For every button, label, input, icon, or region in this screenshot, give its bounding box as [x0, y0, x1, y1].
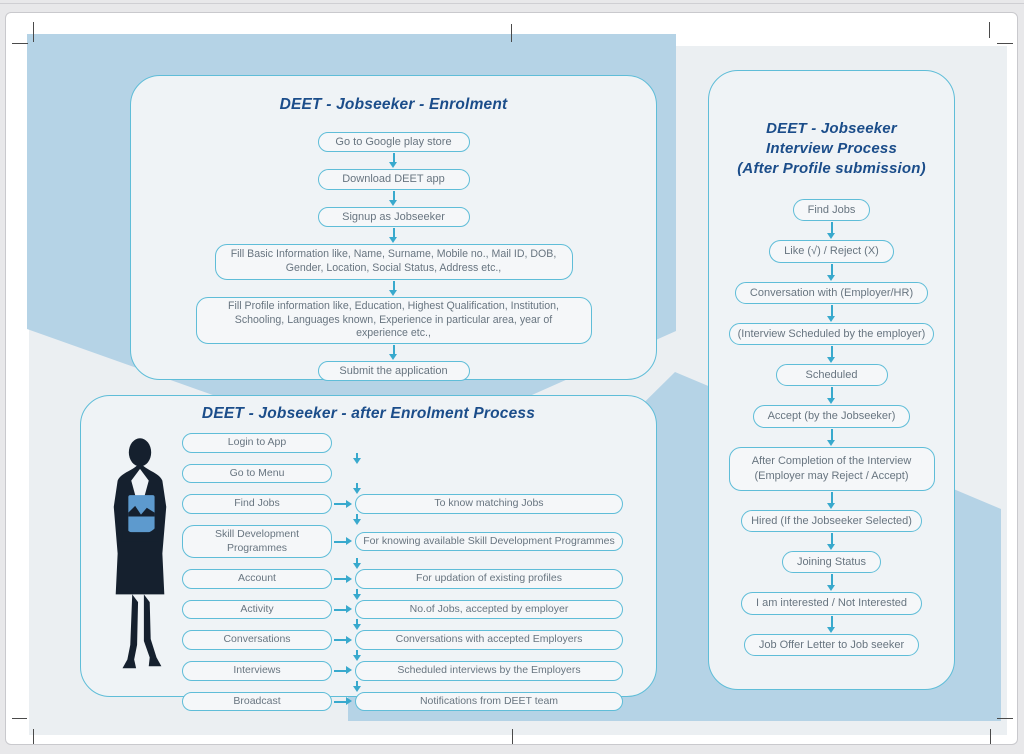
- crop-mark: [33, 729, 34, 744]
- flow-step: Accept (by the Jobseeker): [752, 405, 911, 428]
- down-arrow-icon: [352, 650, 361, 662]
- right-arrow-icon: [334, 574, 352, 583]
- flow-step: Scheduled: [775, 364, 888, 387]
- down-arrow-icon: [827, 428, 835, 446]
- menu-item: Activity: [182, 599, 332, 620]
- enrolment-panel: DEET - Jobseeker - Enrolment Go to Googl…: [130, 75, 657, 382]
- flow-step: After Completion of the Interview (Emplo…: [728, 446, 935, 491]
- menu-item: Conversations: [182, 630, 332, 651]
- down-arrow-icon: [827, 574, 835, 592]
- down-arrow-icon: [827, 263, 835, 281]
- menu-row: Skill Development Programmes For knowing…: [182, 524, 623, 559]
- after-enrolment-title: DEET - Jobseeker - after Enrolment Proce…: [201, 405, 536, 422]
- flow-step: Find Jobs: [792, 199, 871, 222]
- menu-item: Find Jobs: [182, 494, 332, 514]
- down-arrow-icon: [352, 558, 361, 570]
- crop-mark: [33, 22, 34, 42]
- menu-row: Interviews Scheduled interviews by the E…: [182, 661, 623, 681]
- down-arrow-icon: [827, 346, 835, 364]
- down-arrow-icon: [827, 222, 835, 240]
- menu-item: Broadcast: [182, 691, 332, 712]
- flow-step: Go to Google play store: [317, 132, 470, 153]
- crop-mark: [512, 729, 513, 744]
- menu-row: Conversations Conversations with accepte…: [182, 630, 623, 651]
- flow-step: Hired (If the Jobseeker Selected): [741, 509, 922, 533]
- right-arrow-icon: [334, 666, 352, 675]
- menu-item-description: Notifications from DEET team: [355, 691, 623, 712]
- interview-process-panel: DEET - Jobseeker Interview Process (Afte…: [708, 70, 955, 690]
- flow-step: Fill Basic Information like, Name, Surna…: [214, 243, 573, 280]
- flow-step: Submit the application: [317, 361, 470, 382]
- down-arrow-icon: [352, 680, 361, 692]
- flow-step: Like (√) / Reject (X): [769, 240, 894, 263]
- flow-step: Job Offer Letter to Job seeker: [743, 633, 920, 656]
- menu-item-description: For updation of existing profiles: [355, 569, 623, 589]
- menu-item: Account: [182, 569, 332, 589]
- down-arrow-icon: [827, 533, 835, 551]
- crop-mark: [997, 718, 1013, 719]
- down-arrow-icon: [352, 619, 361, 631]
- down-arrow-icon: [352, 483, 361, 495]
- crop-mark: [12, 718, 27, 719]
- down-arrow-icon: [352, 588, 361, 600]
- menu-row: Broadcast Notifications from DEET team: [182, 691, 623, 712]
- menu-item: Go to Menu: [182, 463, 332, 484]
- flow-step: Signup as Jobseeker: [317, 206, 470, 227]
- down-arrow-icon: [827, 491, 835, 509]
- down-arrow-icon: [389, 153, 397, 169]
- interview-title-line1: DEET - Jobseeker: [766, 120, 897, 137]
- menu-row: Account For updation of existing profile…: [182, 569, 623, 589]
- menu-row: Login to App: [182, 433, 332, 453]
- menu-item-description: For knowing available Skill Development …: [355, 531, 623, 552]
- right-arrow-icon: [334, 537, 352, 546]
- flow-step: Download DEET app: [317, 169, 470, 190]
- interview-title-line2: Interview Process: [766, 140, 897, 157]
- down-arrow-icon: [389, 227, 397, 243]
- crop-mark: [997, 43, 1013, 44]
- enrolment-title: DEET - Jobseeker - Enrolment: [279, 96, 508, 113]
- menu-item-description: To know matching Jobs: [355, 494, 623, 514]
- flow-step: I am interested / Not Interested: [740, 592, 923, 615]
- crop-mark: [511, 24, 512, 42]
- down-arrow-icon: [389, 190, 397, 206]
- interview-title-line3: (After Profile submission): [737, 160, 926, 177]
- down-arrow-icon: [352, 452, 361, 464]
- down-arrow-icon: [827, 387, 835, 405]
- menu-row: Go to Menu: [182, 463, 332, 484]
- down-arrow-icon: [389, 280, 397, 296]
- flow-step: Fill Profile information like, Education…: [195, 296, 592, 345]
- menu-row: Activity No.of Jobs, accepted by employe…: [182, 599, 623, 620]
- jobseeker-silhouette: [113, 438, 167, 669]
- right-arrow-icon: [334, 605, 352, 614]
- down-arrow-icon: [827, 615, 835, 633]
- menu-item-description: Conversations with accepted Employers: [355, 630, 623, 651]
- menu-item: Login to App: [182, 433, 332, 453]
- flow-step: Conversation with (Employer/HR): [734, 281, 929, 304]
- down-arrow-icon: [352, 513, 361, 525]
- right-arrow-icon: [334, 697, 352, 706]
- menu-item-description: Scheduled interviews by the Employers: [355, 661, 623, 681]
- menu-item-description: No.of Jobs, accepted by employer: [355, 599, 623, 620]
- flow-step: Joining Status: [781, 551, 882, 574]
- down-arrow-icon: [827, 304, 835, 322]
- flow-step: (Interview Scheduled by the employer): [728, 322, 935, 346]
- window-top-edge: [0, 3, 1024, 4]
- crop-mark: [12, 43, 28, 44]
- menu-item: Interviews: [182, 661, 332, 681]
- down-arrow-icon: [389, 345, 397, 361]
- after-enrolment-panel: DEET - Jobseeker - after Enrolment Proce…: [80, 395, 657, 712]
- crop-mark: [990, 729, 991, 744]
- crop-mark: [989, 22, 990, 38]
- menu-row: Find Jobs To know matching Jobs: [182, 494, 623, 514]
- interview-title: DEET - Jobseeker Interview Process (Afte…: [709, 119, 954, 179]
- menu-item: Skill Development Programmes: [182, 524, 332, 559]
- right-arrow-icon: [334, 635, 352, 644]
- right-arrow-icon: [334, 499, 352, 508]
